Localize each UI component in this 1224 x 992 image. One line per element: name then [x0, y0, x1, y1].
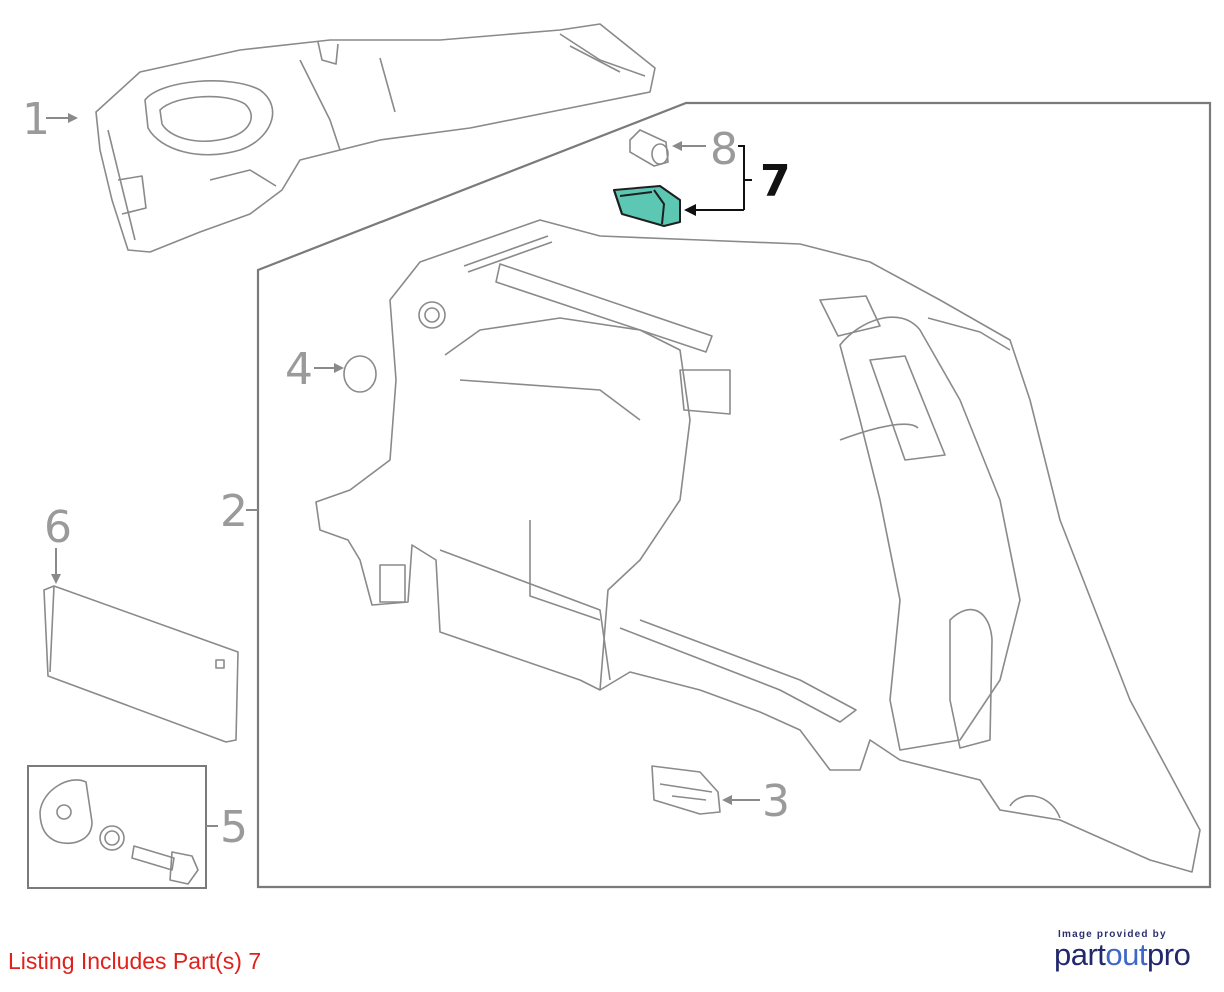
callout-2: 2: [220, 486, 248, 537]
part-4-plug[interactable]: [343, 355, 377, 393]
part-2-group-frame: [256, 101, 1212, 889]
listing-includes-text: Listing Includes Part(s) 7: [8, 948, 262, 974]
callout-8: 8: [710, 124, 738, 175]
callout-3: 3: [762, 776, 790, 827]
callout-6: 6: [44, 502, 72, 553]
callout-4: 4: [285, 344, 313, 395]
part-7-clip-highlighted[interactable]: [613, 185, 681, 227]
part-3-arrowhead: [722, 795, 732, 805]
part-8-bushing[interactable]: [629, 129, 669, 167]
credit-caption: Image provided by: [1058, 929, 1167, 940]
logo-part: part: [1054, 937, 1106, 972]
part-1-upper-trim[interactable]: [95, 23, 656, 253]
part-4-arrowhead: [334, 363, 344, 373]
logo-pro: pro: [1147, 937, 1191, 972]
part-7-arrowhead: [684, 204, 696, 216]
logo-out: out: [1105, 937, 1148, 972]
part-6-cover-panel[interactable]: [43, 585, 239, 743]
callout-7: 7: [760, 156, 791, 207]
partoutpro-logo: partoutpro: [1054, 937, 1191, 973]
part-8-arrowhead: [672, 141, 682, 151]
part-6-arrowhead: [51, 574, 61, 584]
callout-5: 5: [220, 802, 248, 853]
part-7-8-bracket: [690, 145, 752, 211]
part-1-arrowhead: [68, 113, 78, 123]
part-2-quarter-trim[interactable]: [315, 219, 1201, 873]
part-3-bracket[interactable]: [651, 765, 721, 815]
callout-1: 1: [22, 94, 50, 145]
part-5-hardware[interactable]: [39, 779, 199, 885]
